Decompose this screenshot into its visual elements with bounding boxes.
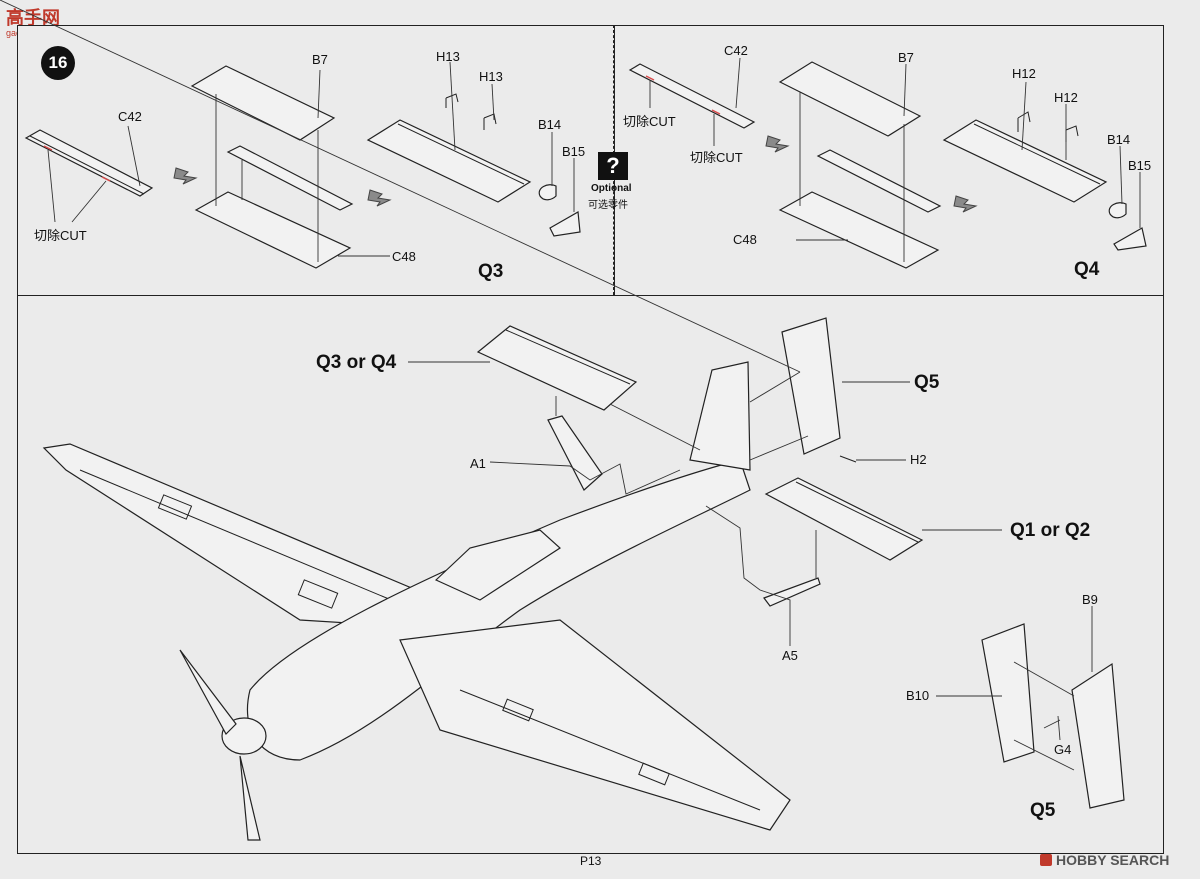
label-q3-or-q4: Q3 or Q4 [316,352,397,373]
optional-badge [598,152,628,180]
label-b14: B14 [538,117,562,132]
label-cut-right-2: 切除CUT [690,150,743,165]
label-b15: B15 [562,144,586,159]
part-c48-right [778,191,940,269]
label-b10: B10 [906,688,930,703]
label-g4: G4 [1054,742,1072,757]
label-b9: B9 [1082,592,1098,607]
label-h13-b: H13 [479,69,503,84]
part-b9 [1071,662,1125,809]
label-a1: A1 [470,456,486,471]
label-c48: C48 [392,249,416,264]
canopy [434,529,561,601]
label-c48-right: C48 [733,232,757,247]
prop-blade-1 [179,649,237,735]
rudder-top [781,317,841,455]
watermark-text: 高手网 [6,8,60,29]
brand-icon [1040,854,1052,866]
arrow-1 [173,167,198,185]
label-cut-right-1: 切除CUT [623,114,676,129]
part-c42-right [628,63,756,129]
variant-q4: Q4 [1074,259,1100,280]
label-h12-b: H12 [1054,90,1078,105]
right-wing [399,619,791,831]
step-number: 16 [48,53,68,72]
label-b14-right: B14 [1107,132,1131,147]
brand-logo: HOBBY SEARCH [1040,852,1169,868]
part-a1 [547,415,603,491]
q4-assembly [942,119,1108,203]
part-b14 [538,184,557,201]
label-b15-right: B15 [1128,158,1152,173]
elevator-left [476,325,638,411]
part-c48 [194,191,352,269]
step-badge [41,46,75,80]
optional-label-en: Optional [591,183,632,194]
elevator-right [764,477,924,561]
part-rail [226,145,354,211]
q3-assembly [366,119,532,203]
label-q5-bottom: Q5 [1030,800,1056,821]
label-h12-a: H12 [1012,66,1036,81]
part-c42 [24,129,154,197]
label-q5-top: Q5 [914,372,940,393]
label-q1-or-q2: Q1 or Q2 [1010,520,1091,541]
brand-text: HOBBY SEARCH [1056,852,1170,868]
page-number: P13 [580,854,602,868]
part-a5 [763,577,821,607]
label-cut: 切除CUT [34,228,87,243]
prop-blade-2 [239,755,261,841]
left-wing [42,443,441,629]
arrow-3 [765,135,790,153]
arrow-4 [953,195,978,213]
label-b7-right: B7 [898,50,914,65]
tail-fin [689,361,751,471]
part-rail-right [816,149,942,213]
label-h2: H2 [910,452,927,467]
label-c42-right: C42 [724,43,748,58]
variant-q3: Q3 [478,261,504,282]
part-b14-right [1108,202,1127,219]
optional-label-cn: 可选零件 [588,200,628,211]
part-b15-right [1113,227,1147,251]
label-c42: C42 [118,109,142,124]
arrow-2 [367,189,392,207]
label-h13-a: H13 [436,49,460,64]
label-b7: B7 [312,52,328,67]
part-b7 [190,65,336,141]
part-b7-right [778,61,922,137]
part-b10 [981,623,1035,763]
label-a5: A5 [782,648,798,663]
part-b15 [549,211,581,237]
optional-mark: ? [606,153,620,178]
